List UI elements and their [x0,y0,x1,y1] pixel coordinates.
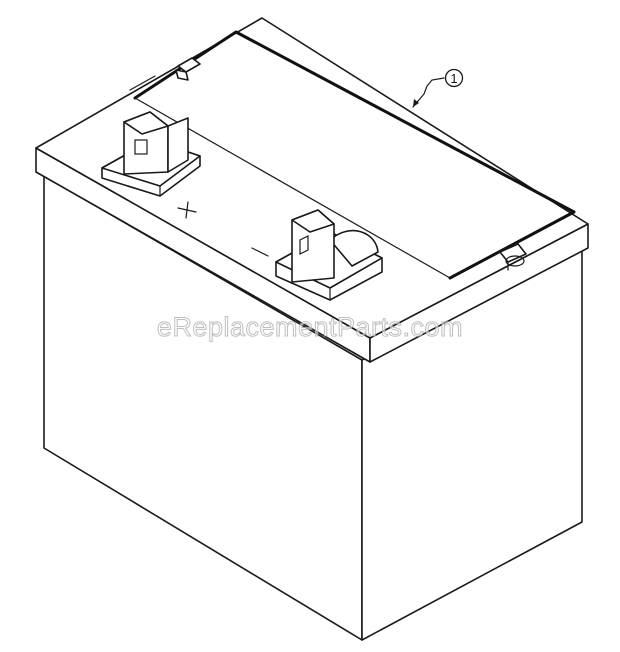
label-edge-tick [129,75,156,91]
right-vent-clip [499,243,527,271]
callout-circle [444,68,464,88]
battery-case [35,17,589,641]
positive-terminal [101,111,201,197]
positive-polarity-mark [177,201,197,219]
callout-number: 1 [450,71,457,86]
negative-polarity-mark [251,247,269,257]
negative-terminal [275,209,383,301]
left-vent-clip [175,57,201,81]
callout-leader [412,77,445,108]
callout-1: 1 [412,68,464,108]
callout-arrowhead [413,99,419,107]
